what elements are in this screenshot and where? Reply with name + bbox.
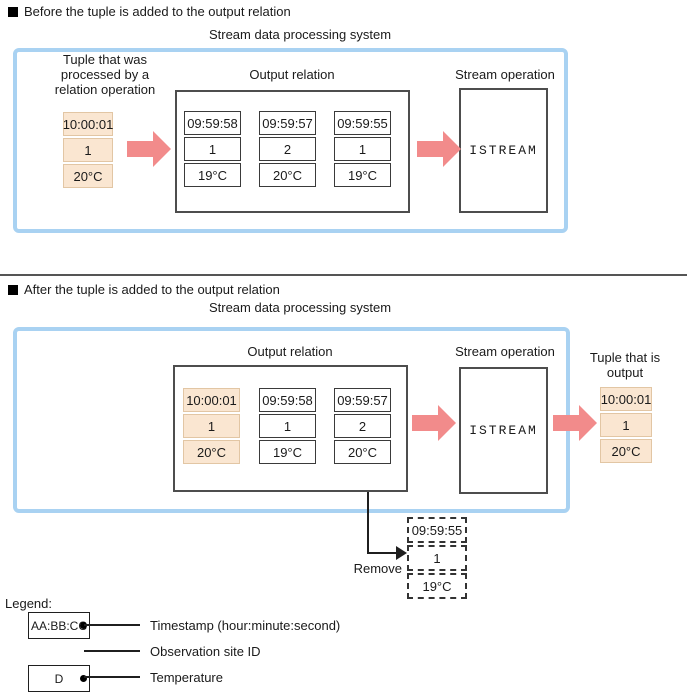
- processed-tuple: 10:00:01 1 20°C: [63, 112, 113, 188]
- tuple-timestamp: 09:59:55: [334, 111, 391, 135]
- arrow-head: [153, 131, 171, 167]
- arrow-right-icon: [412, 405, 456, 441]
- arrow-right-icon: [553, 405, 597, 441]
- tuple-site-id: 2: [334, 414, 391, 438]
- legend-cell-text: AA:BB:CC: [30, 618, 87, 633]
- before-stream-operation-box: ISTREAM: [459, 88, 548, 213]
- connector-dot-icon: [80, 622, 87, 629]
- after-system-title: Stream data processing system: [208, 300, 392, 315]
- tuple-site-id: 1: [183, 414, 240, 438]
- section-bullet-icon: [8, 6, 18, 17]
- legend-label-temperature: Temperature: [150, 670, 223, 685]
- legend-connector-line: [84, 650, 140, 652]
- section-divider: [0, 274, 687, 276]
- tuple-timestamp: 10:00:01: [600, 387, 652, 411]
- legend-cell-timestamp: AA:BB:CC: [28, 612, 90, 639]
- tuple-temperature: 19°C: [259, 440, 316, 464]
- output-tuple-1: 09:59:58 1 19°C: [184, 111, 241, 187]
- after-section-header: After the tuple is added to the output r…: [8, 282, 280, 297]
- after-output-relation-label: Output relation: [247, 344, 333, 359]
- tuple-timestamp: 10:00:01: [63, 112, 113, 136]
- remove-connector-horizontal: [367, 552, 397, 554]
- output-tuple-2: 09:59:58 1 19°C: [259, 388, 316, 464]
- output-tuple-3: 09:59:57 2 20°C: [334, 388, 391, 464]
- after-stream-operation-box: ISTREAM: [459, 367, 548, 494]
- output-tuple-2: 09:59:57 2 20°C: [259, 111, 316, 187]
- tuple-temperature: 19°C: [407, 573, 467, 599]
- arrow-shaft: [553, 415, 579, 431]
- tuple-timestamp: 10:00:01: [183, 388, 240, 412]
- remove-connector-vertical: [367, 492, 369, 554]
- arrow-head: [443, 131, 461, 167]
- before-section-header: Before the tuple is added to the output …: [8, 4, 291, 19]
- tuple-site-id: 2: [259, 137, 316, 161]
- tuple-site-id: 1: [407, 545, 467, 571]
- section-bullet-icon: [8, 284, 18, 295]
- tuple-site-id: 1: [334, 137, 391, 161]
- connector-dot-icon: [80, 675, 87, 682]
- tuple-timestamp: 09:59:57: [259, 111, 316, 135]
- arrow-shaft: [127, 141, 153, 157]
- tuple-temperature: 20°C: [63, 164, 113, 188]
- before-header-text: Before the tuple is added to the output …: [24, 4, 291, 19]
- legend-label-timestamp: Timestamp (hour:minute:second): [150, 618, 341, 633]
- legend-label-site-id: Observation site ID: [150, 644, 261, 659]
- before-stream-operation-label: Stream operation: [455, 67, 555, 82]
- tuple-temperature: 19°C: [334, 163, 391, 187]
- arrow-right-icon: [127, 131, 171, 167]
- remove-label: Remove: [353, 561, 402, 576]
- legend-cell-text: D: [54, 671, 64, 686]
- tuple-temperature: 20°C: [183, 440, 240, 464]
- arrow-shaft: [412, 415, 438, 431]
- tuple-timestamp: 09:59:55: [407, 517, 467, 543]
- legend-connector-line: [84, 624, 140, 626]
- stream-operation-value: ISTREAM: [469, 143, 538, 158]
- arrow-head: [579, 405, 597, 441]
- before-output-relation-label: Output relation: [249, 67, 335, 82]
- tuple-site-id: 1: [259, 414, 316, 438]
- tuple-timestamp: 09:59:58: [259, 388, 316, 412]
- after-stream-operation-label: Stream operation: [455, 344, 555, 359]
- arrow-right-icon: [417, 131, 461, 167]
- after-header-text: After the tuple is added to the output r…: [24, 282, 280, 297]
- emitted-tuple: 10:00:01 1 20°C: [600, 387, 652, 463]
- tuple-temperature: 19°C: [184, 163, 241, 187]
- output-tuple-label: Tuple that is output: [589, 350, 661, 380]
- output-tuple-new: 10:00:01 1 20°C: [183, 388, 240, 464]
- tuple-site-id: 1: [600, 413, 652, 437]
- legend-title: Legend:: [5, 596, 52, 611]
- tuple-temperature: 20°C: [600, 439, 652, 463]
- processed-tuple-label: Tuple that was processed by a relation o…: [54, 52, 156, 97]
- tuple-site-id: 1: [63, 138, 113, 162]
- before-system-title: Stream data processing system: [208, 27, 392, 42]
- tuple-timestamp: 09:59:58: [184, 111, 241, 135]
- arrow-shaft: [417, 141, 443, 157]
- output-tuple-3: 09:59:55 1 19°C: [334, 111, 391, 187]
- tuple-temperature: 20°C: [334, 440, 391, 464]
- tuple-temperature: 20°C: [259, 163, 316, 187]
- tuple-site-id: 1: [184, 137, 241, 161]
- tuple-timestamp: 09:59:57: [334, 388, 391, 412]
- remove-arrowhead-icon: [396, 546, 407, 560]
- legend-cell-site-id: D: [28, 665, 90, 692]
- removed-tuple: 09:59:55 1 19°C: [407, 517, 467, 599]
- arrow-head: [438, 405, 456, 441]
- legend-connector-line: [84, 676, 140, 678]
- before-system-frame: [13, 48, 568, 233]
- stream-operation-value: ISTREAM: [469, 423, 538, 438]
